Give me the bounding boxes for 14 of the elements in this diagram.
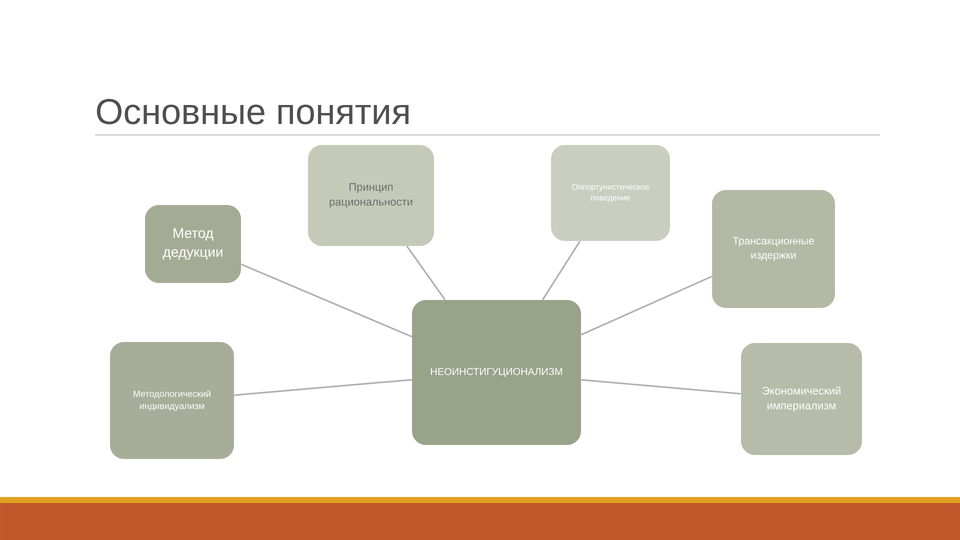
connector-line xyxy=(580,276,712,336)
concept-box: НЕОИНСТИГУЦИОНАЛИЗМ xyxy=(412,300,581,445)
connector-line xyxy=(406,246,446,300)
concept-box: Трансакционные издержки xyxy=(712,190,835,308)
concept-box: Экономический империализм xyxy=(741,343,862,455)
concept-box: Принцип рациональности xyxy=(308,145,434,246)
concept-box: Метод дедукции xyxy=(145,205,241,283)
connector-line xyxy=(542,240,581,300)
concept-box: Методологический индивидуализм xyxy=(110,342,234,459)
connector-line xyxy=(581,379,741,395)
connector-line xyxy=(240,264,412,338)
connector-line xyxy=(234,378,412,396)
concept-box: Оппортунистическое поведение xyxy=(551,145,670,241)
title: Основные понятия xyxy=(96,98,408,124)
